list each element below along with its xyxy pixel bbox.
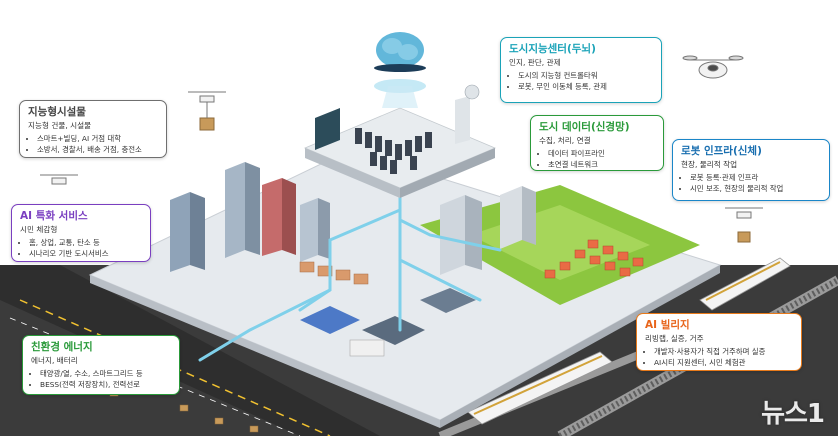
- callout-ai-service: AI 특화 서비스 시민 체감형 홈, 상업, 교통, 탄소 등 시나리오 기반…: [11, 204, 151, 262]
- callout-robot-infrastructure: 로봇 인프라(신체) 현장, 물리적 작업 로봇 등록·관제 인프라 시민 보조…: [672, 139, 830, 201]
- callout-title: 친환경 에너지: [31, 341, 93, 353]
- drone-left-mid: [40, 174, 78, 185]
- callout-urban-data: 도시 데이터(신경망) 수집, 처리, 연결 데이터 파이프라인 초연결 네트워…: [530, 115, 664, 171]
- callout-title: AI 빌리지: [645, 319, 690, 331]
- callout-subtitle: 시민 체감형: [20, 225, 58, 234]
- drone-left-top: [188, 91, 226, 131]
- callout-item: 스마트+빌딩, AI 거점 대학: [37, 133, 159, 144]
- callout-item: 도시의 지능형 컨트롤타워: [518, 70, 654, 81]
- network-lines: [198, 168, 502, 362]
- callout-item: 로봇 등록·관제 인프라: [690, 172, 822, 183]
- callout-item: 시민 보조, 현장의 물리적 작업: [690, 183, 822, 194]
- callout-subtitle: 현장, 물리적 작업: [681, 160, 738, 169]
- callout-title: 도시지능센터(두뇌): [509, 43, 596, 55]
- brain-dome: [374, 32, 426, 108]
- callout-item: AI시티 지원센터, 시민 체험관: [654, 357, 794, 368]
- drone-top-right: [682, 55, 744, 79]
- callout-item: 개발자·사용자가 직접 거주하며 실증: [654, 346, 794, 357]
- road-left: [0, 265, 380, 436]
- train-bottom: [467, 351, 613, 425]
- callout-item: 로봇, 무인 이동체 등록, 관제: [518, 81, 654, 92]
- callout-item: 시나리오 기반 도시서비스: [29, 248, 143, 259]
- drone-right: [725, 207, 763, 243]
- callout-subtitle: 리빙랩, 실증, 거주: [645, 334, 704, 343]
- callout-title: AI 특화 서비스: [20, 210, 88, 222]
- callout-title: 도시 데이터(신경망): [539, 121, 630, 133]
- callout-item: 홈, 상업, 교통, 탄소 등: [29, 237, 143, 248]
- callout-subtitle: 에너지, 배터리: [31, 356, 78, 365]
- callout-subtitle: 수집, 처리, 연결: [539, 136, 591, 145]
- callout-subtitle: 지능형 건물, 시설물: [28, 121, 92, 130]
- train-top-right: [699, 257, 791, 311]
- callout-intelligent-facilities: 지능형시설물 지능형 건물, 시설물 스마트+빌딩, AI 거점 대학 소방서,…: [19, 100, 167, 158]
- callout-ai-village: AI 빌리지 리빙랩, 실증, 거주 개발자·사용자가 직접 거주하며 실증 A…: [636, 313, 802, 371]
- buildings-right: [440, 186, 536, 275]
- energy-district: [300, 288, 476, 357]
- buildings-left: [170, 162, 330, 272]
- callout-item: 데이터 파이프라인: [548, 148, 656, 159]
- news1-watermark: 뉴스1: [761, 399, 825, 429]
- data-center: [303, 84, 497, 198]
- callout-urban-intelligence-center: 도시지능센터(두뇌) 인지, 판단, 관제 도시의 지능형 컨트롤타워 로봇, …: [500, 37, 662, 103]
- callout-subtitle: 인지, 판단, 관제: [509, 58, 561, 67]
- callout-item: 태양광/열, 수소, 스마트그리드 등: [40, 368, 172, 379]
- callout-title: 로봇 인프라(신체): [681, 145, 762, 157]
- callout-title: 지능형시설물: [28, 106, 86, 118]
- callout-item: 소방서, 경찰서, 배송 거점, 충전소: [37, 144, 159, 155]
- callout-green-energy: 친환경 에너지 에너지, 배터리 태양광/열, 수소, 스마트그리드 등 BES…: [22, 335, 180, 395]
- callout-item: 초연결 네트워크: [548, 159, 656, 170]
- houses-mid: [299, 261, 369, 285]
- village-houses: [544, 239, 644, 279]
- callout-item: BESS(전력 저장장치), 전력선로: [40, 379, 172, 390]
